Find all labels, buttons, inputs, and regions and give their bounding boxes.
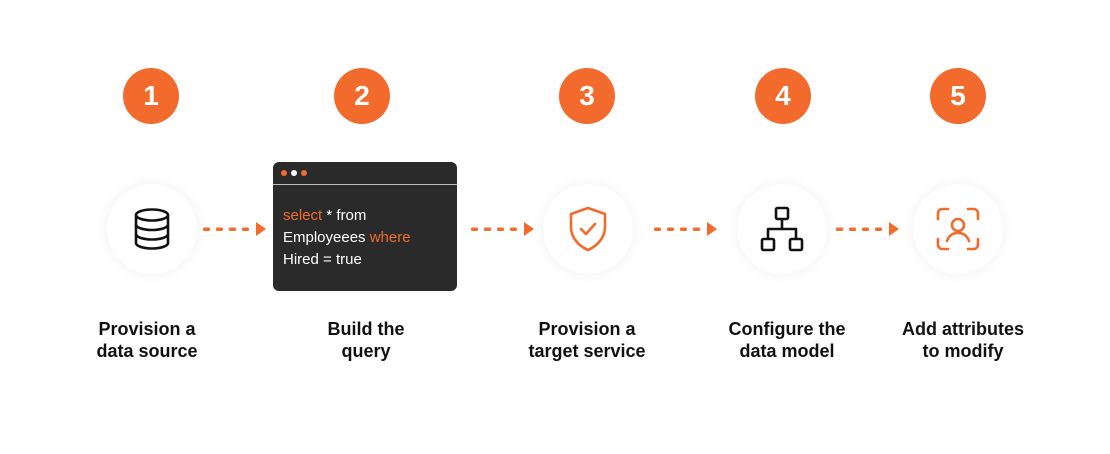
code-text-part: * from: [322, 207, 367, 224]
window-dot-3: [301, 170, 307, 176]
window-dot-1: [281, 170, 287, 176]
code-text-part: Hired = true: [283, 251, 362, 268]
step-5-label-line-2: to modify: [922, 341, 1004, 361]
code-text-part: Employeees: [283, 229, 370, 246]
step-1-icon-circle: [107, 184, 197, 274]
hierarchy-icon: [760, 206, 804, 252]
code-line-2: Employeees where: [283, 227, 457, 249]
code-line-1: select * from: [283, 205, 457, 227]
step-2-label: Build the query: [276, 318, 456, 362]
step-5-label-line-1: Add attributes: [901, 319, 1024, 339]
step-2-label-line-1: Build the: [327, 319, 405, 339]
code-keyword: where: [369, 229, 411, 246]
step-3-label-line-1: Provision a: [538, 319, 636, 339]
step-4-icon-circle: [737, 184, 827, 274]
arrow-3-to-4: [654, 222, 717, 236]
step-5-icon-circle: [913, 184, 1003, 274]
step-3-number-badge: 3: [559, 68, 615, 124]
code-text: select * from Employeees where Hired = t…: [273, 185, 457, 271]
step-3-icon-circle: [543, 184, 633, 274]
step-1-number-badge: 1: [123, 68, 179, 124]
step-3-label-line-2: target service: [528, 341, 646, 361]
code-keyword: select: [283, 207, 323, 224]
code-window-titlebar: [273, 162, 457, 185]
step-4-label-line-1: Configure the: [728, 319, 846, 339]
step-4-number-badge: 4: [755, 68, 811, 124]
step-3-label: Provision a target service: [497, 318, 677, 362]
step-5-label: Add attributes to modify: [873, 318, 1053, 362]
arrow-2-to-3: [471, 222, 534, 236]
step-4-label-line-2: data model: [739, 341, 835, 361]
step-2-label-line-2: query: [341, 341, 391, 361]
query-code-window: select * from Employeees where Hired = t…: [273, 162, 457, 291]
face-scan-icon: [936, 207, 980, 251]
step-4-label: Configure the data model: [697, 318, 877, 362]
shield-check-icon: [569, 206, 607, 252]
step-2-number-badge: 2: [334, 68, 390, 124]
step-1-label: Provision a data source: [57, 318, 237, 362]
arrow-4-to-5: [836, 222, 899, 236]
code-line-3: Hired = true: [283, 249, 457, 271]
step-1-label-line-1: Provision a: [98, 319, 196, 339]
database-icon: [134, 208, 170, 250]
step-1-label-line-2: data source: [96, 341, 198, 361]
arrow-1-to-2: [203, 222, 266, 236]
window-dot-2: [291, 170, 297, 176]
step-5-number-badge: 5: [930, 68, 986, 124]
